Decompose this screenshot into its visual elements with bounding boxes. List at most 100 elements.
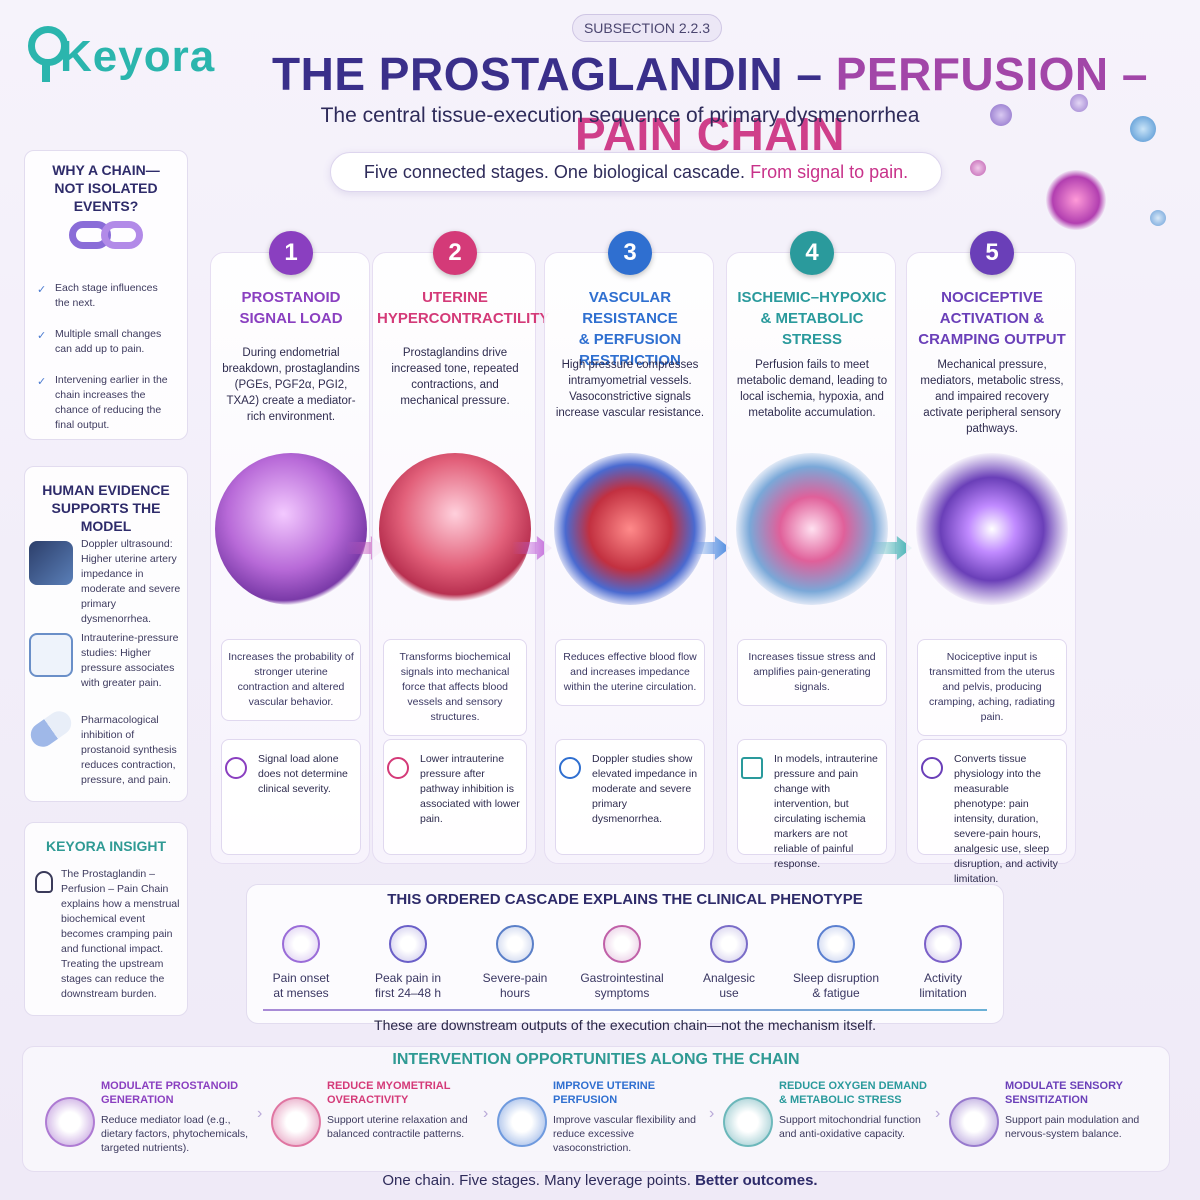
stage-title: VASCULAR RESISTANCE & PERFUSION RESTRICT… [578,289,682,369]
intervention-description: Support mitochondrial function and anti-… [779,1114,921,1140]
intervention-description: Support uterine relaxation and balanced … [327,1114,468,1140]
stage-number-badge: 4 [790,231,834,275]
doppler-icon [559,757,581,779]
stage-effect-box: Transforms biochemical signals into mech… [383,639,527,736]
gauge-icon [225,757,247,779]
evidence-title: HUMAN EVIDENCE SUPPORTS THE MODEL [42,482,170,534]
banner: Five connected stages. One biological ca… [330,152,942,192]
cascade-timeline [263,1009,987,1011]
cascade-item: Gastrointestinal symptoms [570,925,674,1001]
intervention-title: MODULATE PROSTANOID GENERATION [101,1080,239,1106]
stage-number-badge: 2 [433,231,477,275]
intervention-description: Support pain modulation and nervous-syst… [1005,1114,1140,1140]
cascade-item: Peak pain in first 24–48 h [356,925,460,1001]
stage-effect-box: Increases the probability of stronger ut… [221,639,361,721]
brain-icon [921,757,943,779]
chevron-right-icon: › [483,1105,489,1122]
calendar-icon [282,925,320,963]
pressure-wave-icon [387,757,409,779]
cascade-item-label: Pain onset at menses [272,971,330,1000]
cascade-item: Sleep disruption & fatigue [784,925,888,1001]
stage-evidence-box: Signal load alone does not determine cli… [221,739,361,855]
intervention-title: REDUCE MYOMETRIAL OVERACTIVITY [327,1080,451,1106]
interventions-title: INTERVENTION OPPORTUNITIES ALONG THE CHA… [392,1051,800,1068]
cascade-item: Pain onset at menses [249,925,353,1001]
stage-evidence-box: Lower intrauterine pressure after pathwa… [383,739,527,855]
footer-tagline: One chain. Five stages. Many leverage po… [382,1172,818,1189]
intervention-item: REDUCE MYOMETRIAL OVERACTIVITY Support ut… [271,1079,491,1169]
stage-illustration [554,453,706,605]
stage-illustration [215,453,367,605]
moon-icon [817,925,855,963]
why-item: Each stage influences the next. [55,282,158,309]
stage-description: During endometrial breakdown, prostaglan… [222,347,360,423]
stage-effect-box: Nociceptive input is transmitted from th… [917,639,1067,736]
page-title: THE PROSTAGLANDIN – PERFUSION – PAIN CHA… [272,48,1148,160]
chart-icon [29,633,73,677]
insight-panel: KEYORA INSIGHT The Prostaglandin – Perfu… [24,822,188,1016]
cascade-item: Activity limitation [891,925,995,1001]
check-icon: ✓ [37,376,47,388]
nerve-icon [949,1097,999,1147]
subsection-badge: SUBSECTION 2.2.3 [572,14,722,42]
insight-text: The Prostaglandin – Perfusion – Pain Cha… [61,868,180,1000]
insight-title: KEYORA INSIGHT [45,838,167,854]
intervention-item: MODULATE SENSORY SENSITIZATION Support pa… [949,1079,1169,1169]
stage-number-badge: 1 [269,231,313,275]
molecule-scissors-icon [45,1097,95,1147]
stage-title: PROSTANOID SIGNAL LOAD [239,289,343,327]
cascade-item-label: Severe-pain hours [482,971,548,1000]
chevron-right-icon: › [709,1105,715,1122]
vessel-target-icon [497,1097,547,1147]
why-chain-title: WHY A CHAIN— NOT ISOLATED EVENTS? [52,162,160,214]
stage-description: Perfusion fails to meet metabolic demand… [736,359,888,419]
intervention-title: REDUCE OXYGEN DEMAND & METABOLIC STRESS [779,1080,927,1106]
stage-title: NOCICEPTIVE ACTIVATION & CRAMPING OUTPUT [918,289,1066,348]
evidence-item: Doppler ultrasound: Higher uterine arter… [81,538,181,625]
phenotype-cascade: THIS ORDERED CASCADE EXPLAINS THE CLINIC… [246,884,1004,1033]
stage-evidence-box: Converts tissue physiology into the meas… [917,739,1067,885]
stage-illustration [916,453,1068,605]
stage-illustration [736,453,888,605]
why-item: Intervening earlier in the chain increas… [55,374,168,431]
stage-number-badge: 5 [970,231,1014,275]
cascade-note: These are downstream outputs of the exec… [374,1017,876,1033]
why-item: Multiple small changes can add up to pai… [55,328,162,355]
stage-illustration [379,453,531,605]
cascade-item-label: Analgesic use [702,971,756,1000]
intervention-title: MODULATE SENSORY SENSITIZATION [1005,1080,1123,1106]
check-icon: ✓ [37,330,47,342]
why-chain-panel: WHY A CHAIN— NOT ISOLATED EVENTS? ✓ Each… [24,150,188,440]
medicine-bottle-icon [710,925,748,963]
walking-person-icon [924,925,962,963]
keyora-logo: Keyora [26,18,226,88]
interventions-panel: INTERVENTION OPPORTUNITIES ALONG THE CHA… [22,1046,1170,1172]
stage-effect-box: Reduces effective blood flow and increas… [555,639,705,706]
evidence-item: Pharmacological inhibition of prostanoid… [81,714,177,786]
mitochondria-shield-icon [723,1097,773,1147]
evidence-panel: HUMAN EVIDENCE SUPPORTS THE MODEL Dopple… [24,466,188,802]
cascade-title: THIS ORDERED CASCADE EXPLAINS THE CLINIC… [387,891,863,908]
cascade-item-label: Activity limitation [919,971,967,1000]
stage-description: Prostaglandins drive increased tone, rep… [391,347,519,407]
stage-evidence-box: Doppler studies show elevated impedance … [555,739,705,855]
stage-description: High pressure compresses intramyometrial… [555,359,705,419]
stage-title: ISCHEMIC–HYPOXIC & METABOLIC STRESS [737,289,887,348]
cascade-item: Analgesic use [677,925,781,1001]
monitor-icon [29,541,73,585]
lightbulb-icon [35,871,53,893]
timer-icon [496,925,534,963]
evidence-item: Intrauterine-pressure studies: Higher pr… [81,632,179,689]
check-icon: ✓ [37,284,47,296]
stage-title: UTERINE HYPERCONTRACTILITY [377,289,550,327]
molecule-decoration [950,80,1190,280]
peak-chart-icon [389,925,427,963]
cascade-item: Severe-pain hours [463,925,567,1001]
